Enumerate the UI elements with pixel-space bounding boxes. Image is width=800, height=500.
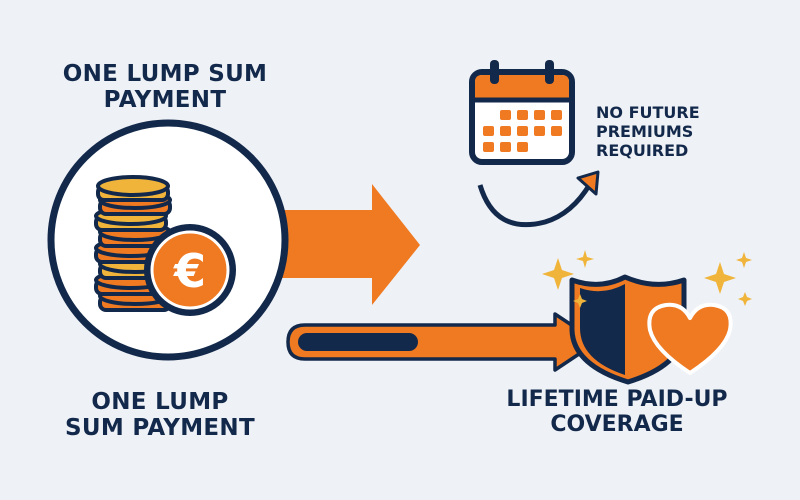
heart-icon <box>647 302 733 375</box>
coverage-line-2: COVERAGE <box>550 411 684 437</box>
coin-stack-icon <box>94 175 172 312</box>
no-premiums-line-2: PREMIUMS <box>596 121 694 141</box>
progress-arrow-icon <box>286 312 599 372</box>
lump-sum-title-line-1: ONE LUMP SUM <box>62 61 268 87</box>
right-arrow-icon <box>268 184 420 305</box>
curved-arrow-icon <box>477 170 600 228</box>
no-premiums-label: NO FUTURE PREMIUMS REQUIRED <box>596 103 776 161</box>
lump-sum-caption: ONE LUMP SUM PAYMENT <box>30 389 290 442</box>
euro-symbol: € <box>173 244 206 298</box>
lump-sum-caption-line-2: SUM PAYMENT <box>65 414 255 441</box>
sparkle-icon <box>542 250 752 308</box>
lump-sum-caption-line-1: ONE LUMP <box>91 389 229 415</box>
calendar-icon <box>469 60 575 165</box>
coverage-label: LIFETIME PAID-UP COVERAGE <box>492 387 742 437</box>
shield-icon <box>569 274 687 385</box>
lump-sum-title: ONE LUMP SUM PAYMENT <box>40 61 290 114</box>
lump-sum-title-line-2: PAYMENT <box>103 86 227 113</box>
coverage-line-1: LIFETIME PAID-UP <box>506 387 728 412</box>
euro-coin-icon: € <box>144 224 236 316</box>
no-premiums-line-1: NO FUTURE <box>596 103 700 122</box>
no-premiums-line-3: REQUIRED <box>596 140 689 160</box>
